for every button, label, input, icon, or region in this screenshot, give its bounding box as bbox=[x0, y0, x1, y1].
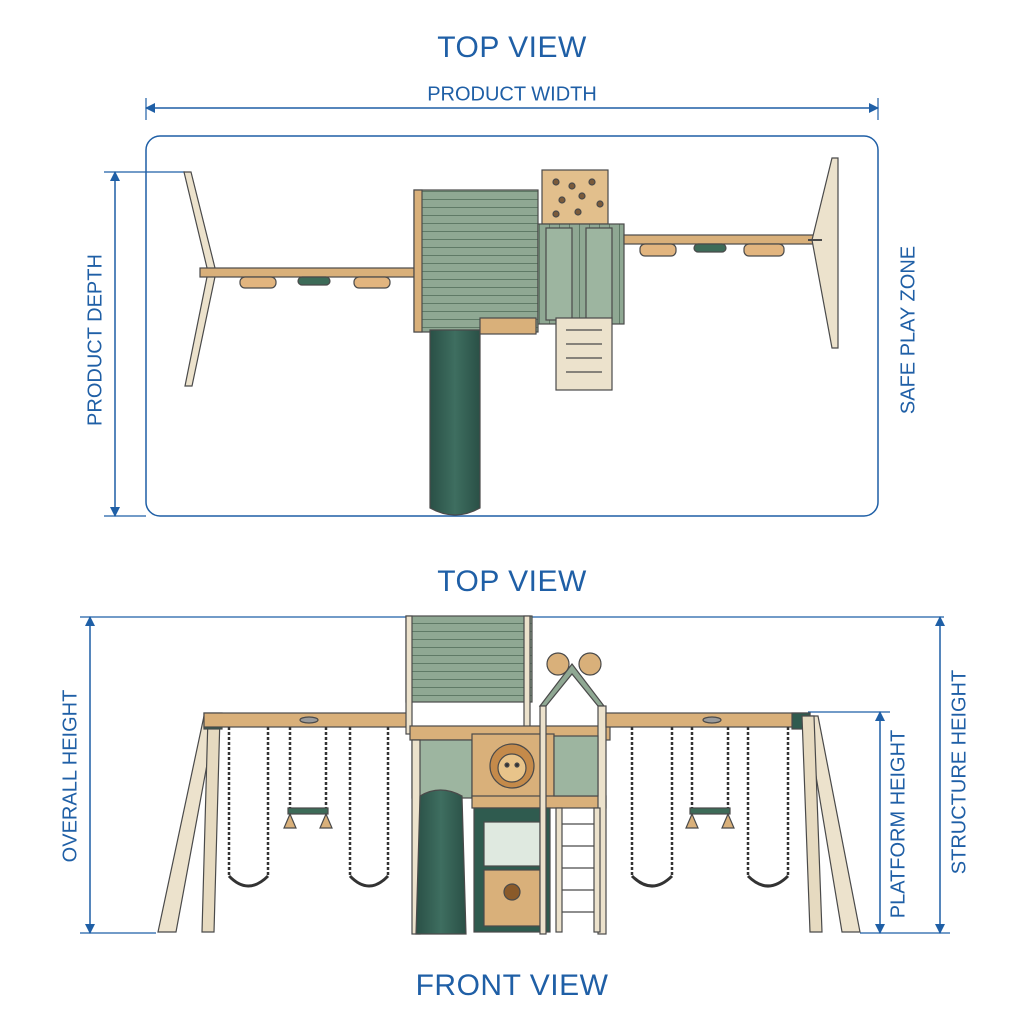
left-swings-front bbox=[227, 727, 390, 876]
slide-top bbox=[429, 329, 481, 516]
slide-front bbox=[415, 789, 467, 935]
middle-view-title: TOP VIEW bbox=[437, 565, 587, 598]
safe-play-zone-label: SAFE PLAY ZONE bbox=[897, 245, 920, 415]
ladder-top bbox=[555, 317, 613, 391]
left-a-frame bbox=[183, 171, 217, 387]
top-view-title: TOP VIEW bbox=[437, 31, 587, 64]
right-a-frame bbox=[811, 157, 839, 349]
structure-height-label: STRUCTURE HEIGHT bbox=[948, 669, 971, 875]
product-width-label: PRODUCT WIDTH bbox=[427, 83, 597, 106]
product-depth-label: PRODUCT DEPTH bbox=[84, 254, 107, 426]
climbing-wall-top bbox=[541, 169, 609, 225]
safe-play-zone-outline bbox=[145, 135, 879, 517]
left-swing-seats bbox=[239, 276, 391, 289]
platform-height-label: PLATFORM HEIGHT bbox=[887, 729, 910, 919]
right-swing-seats bbox=[639, 243, 785, 257]
right-swing-beam bbox=[623, 234, 821, 245]
front-view-playset bbox=[157, 615, 861, 935]
top-view-dimensions bbox=[104, 98, 879, 517]
tower-roof-front bbox=[405, 615, 533, 703]
right-swings-front bbox=[630, 727, 790, 876]
front-view-title: FRONT VIEW bbox=[415, 969, 609, 1002]
tower-roof-top bbox=[413, 189, 539, 333]
ladder-front bbox=[555, 807, 601, 933]
top-view-playset bbox=[183, 157, 839, 516]
overall-height-label: OVERALL HEIGHT bbox=[59, 689, 82, 863]
left-swing-beam bbox=[199, 267, 417, 278]
